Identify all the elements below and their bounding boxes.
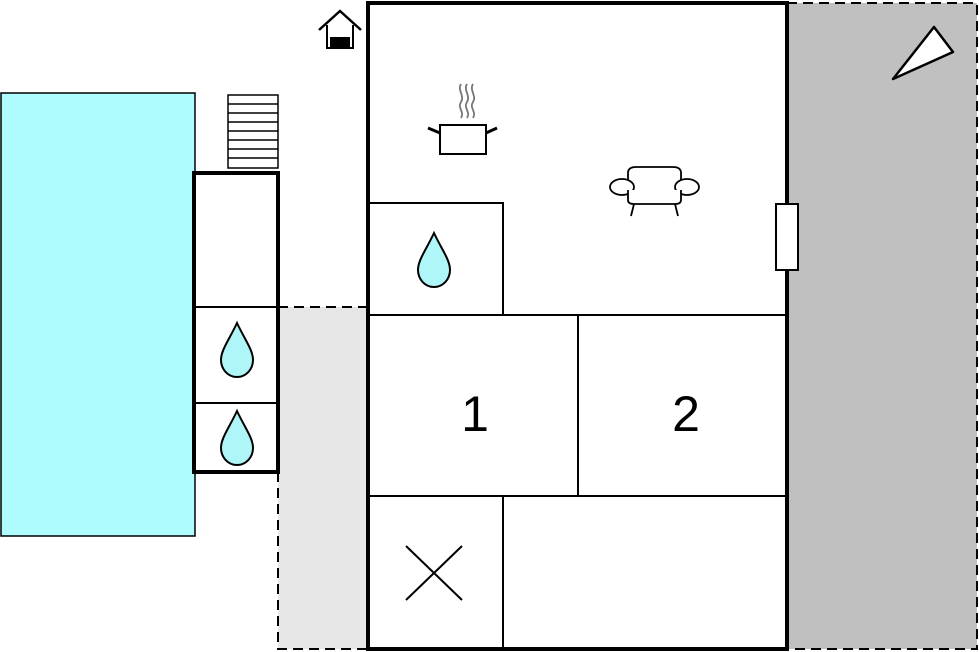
terrace-right: [787, 3, 977, 649]
room-label-2: 2: [672, 386, 700, 442]
water-drop-icon: [416, 230, 452, 288]
cross-icon: [405, 545, 463, 601]
sofa-icon: [609, 166, 700, 217]
water-drop-icon: [219, 408, 255, 466]
stairs-icon: [227, 94, 279, 169]
house-entrance-icon: [318, 9, 362, 49]
annex: [192, 171, 280, 474]
terrace-left: [278, 307, 368, 649]
main-house: [366, 1, 789, 651]
cooking-pot-icon: [427, 83, 498, 155]
door-icon: [775, 203, 799, 271]
terrace-left-outline: [277, 306, 368, 650]
water-drop-icon: [219, 320, 255, 378]
room-label-1: 1: [461, 386, 489, 442]
terrace-right-outline: [787, 2, 978, 650]
north-arrow-icon: [891, 25, 955, 81]
pool: [0, 92, 196, 537]
